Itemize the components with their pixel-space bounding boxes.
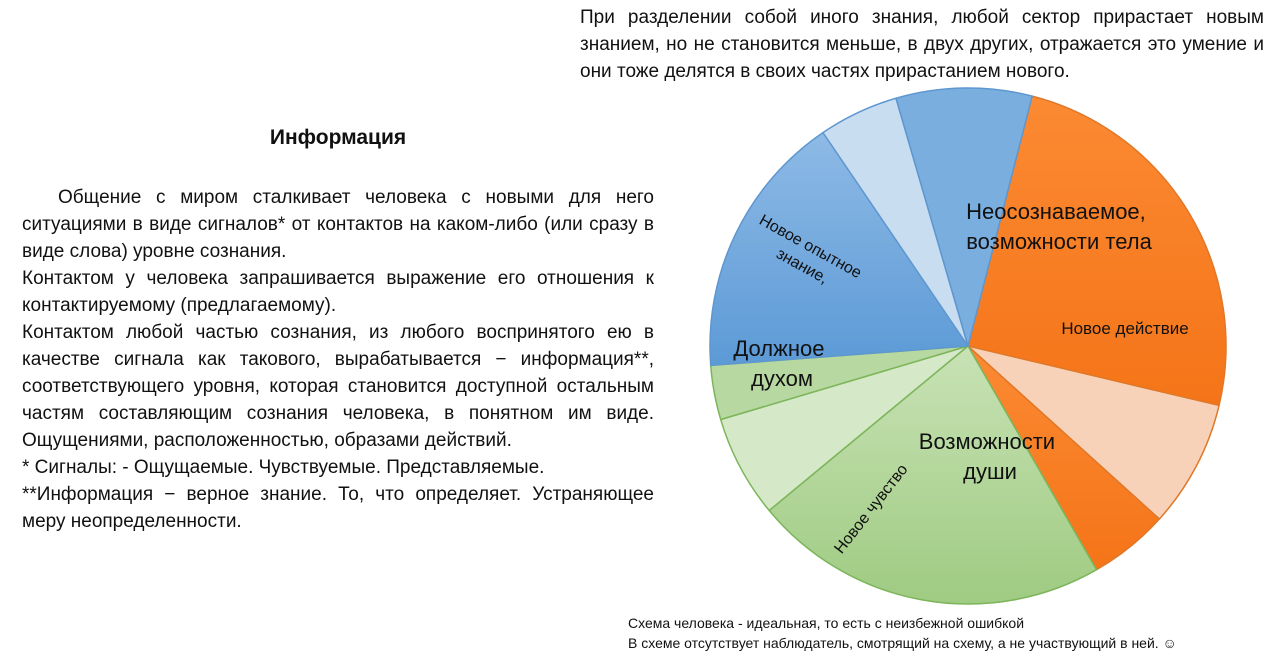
slice-new-action bbox=[967, 345, 1220, 520]
slice-label-soul: Возможности души bbox=[919, 429, 1061, 484]
footnote-information: **Информация − верное знание. То, что оп… bbox=[22, 484, 654, 532]
slice-label-spirit-line2: духом bbox=[751, 366, 813, 391]
paragraph: Контактом любой частью сознания, из любо… bbox=[22, 322, 654, 451]
slice-label-soul-line2: души bbox=[963, 459, 1017, 484]
bottom-note-line1: Схема человека - идеальная, то есть с не… bbox=[628, 615, 1025, 631]
top-note: При разделении собой иного знания, любой… bbox=[580, 7, 1264, 82]
paragraph: Контактом у человека запрашивается выраж… bbox=[22, 268, 654, 316]
bottom-note: Схема человека - идеальная, то есть с не… bbox=[628, 613, 1268, 653]
footnote-signals: * Сигналы: - Ощущаемые. Чувствуемые. Пре… bbox=[22, 457, 545, 478]
paragraph: Общение с миром сталкивает человека с но… bbox=[22, 187, 654, 262]
slice-spirit bbox=[709, 131, 969, 367]
slice-label-new-action: Новое действие bbox=[1061, 319, 1188, 338]
page-title: Информация bbox=[269, 126, 407, 149]
slice-label-spirit: Должное духом bbox=[733, 336, 830, 391]
slice-spirit-small bbox=[895, 87, 1033, 347]
body-text: Общение с миром сталкивает человека с но… bbox=[22, 184, 654, 535]
slice-body bbox=[967, 95, 1227, 407]
slice-label-spirit-line1: Должное bbox=[733, 336, 824, 361]
slice-soul bbox=[768, 345, 1098, 605]
bottom-note-line2: В схеме отсутствует наблюдатель, смотрящ… bbox=[628, 635, 1177, 651]
slice-label-body-line2: возможности тела bbox=[966, 229, 1152, 254]
slice-label-soul-line1: Возможности bbox=[919, 429, 1055, 454]
slice-label-body-line1: Неосознаваемое, bbox=[966, 199, 1146, 224]
slice-label-body: Неосознаваемое, возможности тела bbox=[966, 199, 1152, 254]
